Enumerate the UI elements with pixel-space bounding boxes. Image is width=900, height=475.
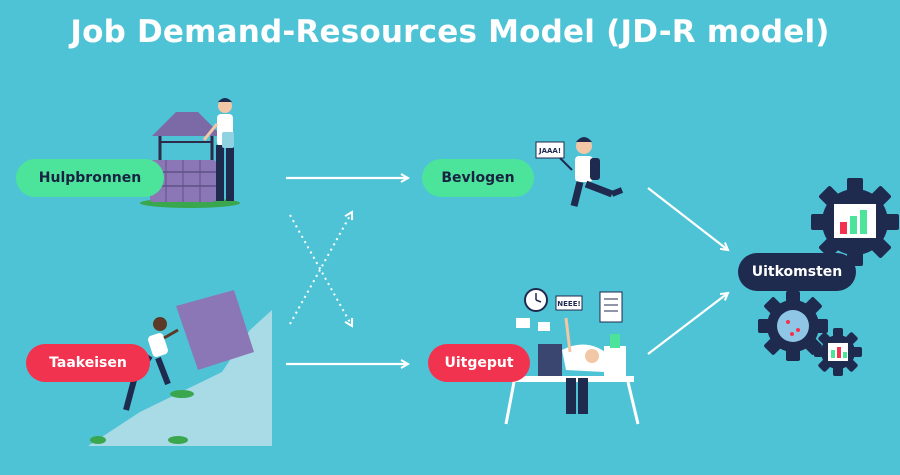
arrow-dotted-cross-down	[289, 214, 352, 326]
node-taakeisen: Taakeisen	[26, 344, 150, 382]
small-gear-icon	[814, 328, 862, 376]
sign-neee: NEEE!	[557, 300, 580, 308]
node-bevlogen: Bevlogen	[422, 159, 534, 197]
node-uitgeput: Uitgeput	[428, 344, 530, 382]
person-at-well	[202, 98, 234, 201]
node-hulpbronnen: Hulpbronnen	[16, 159, 164, 197]
arrow-dotted-cross-up	[289, 212, 352, 325]
large-gear-icon	[811, 178, 899, 266]
jumping-person-illustration	[535, 137, 624, 207]
exhausted-worker-illustration	[504, 288, 640, 425]
heavy-box-illustration	[176, 290, 254, 370]
slope-illustration	[88, 310, 272, 446]
sign-jaaa: JAAA!	[538, 147, 561, 155]
arrow-uitgeput-uitkomsten	[647, 293, 728, 355]
arrow-bevlogen-uitkomsten	[647, 187, 728, 250]
node-uitkomsten: Uitkomsten	[738, 253, 856, 291]
medium-gear-icon	[758, 291, 828, 361]
diagram-title: Job Demand-Resources Model (JD-R model)	[70, 14, 830, 50]
